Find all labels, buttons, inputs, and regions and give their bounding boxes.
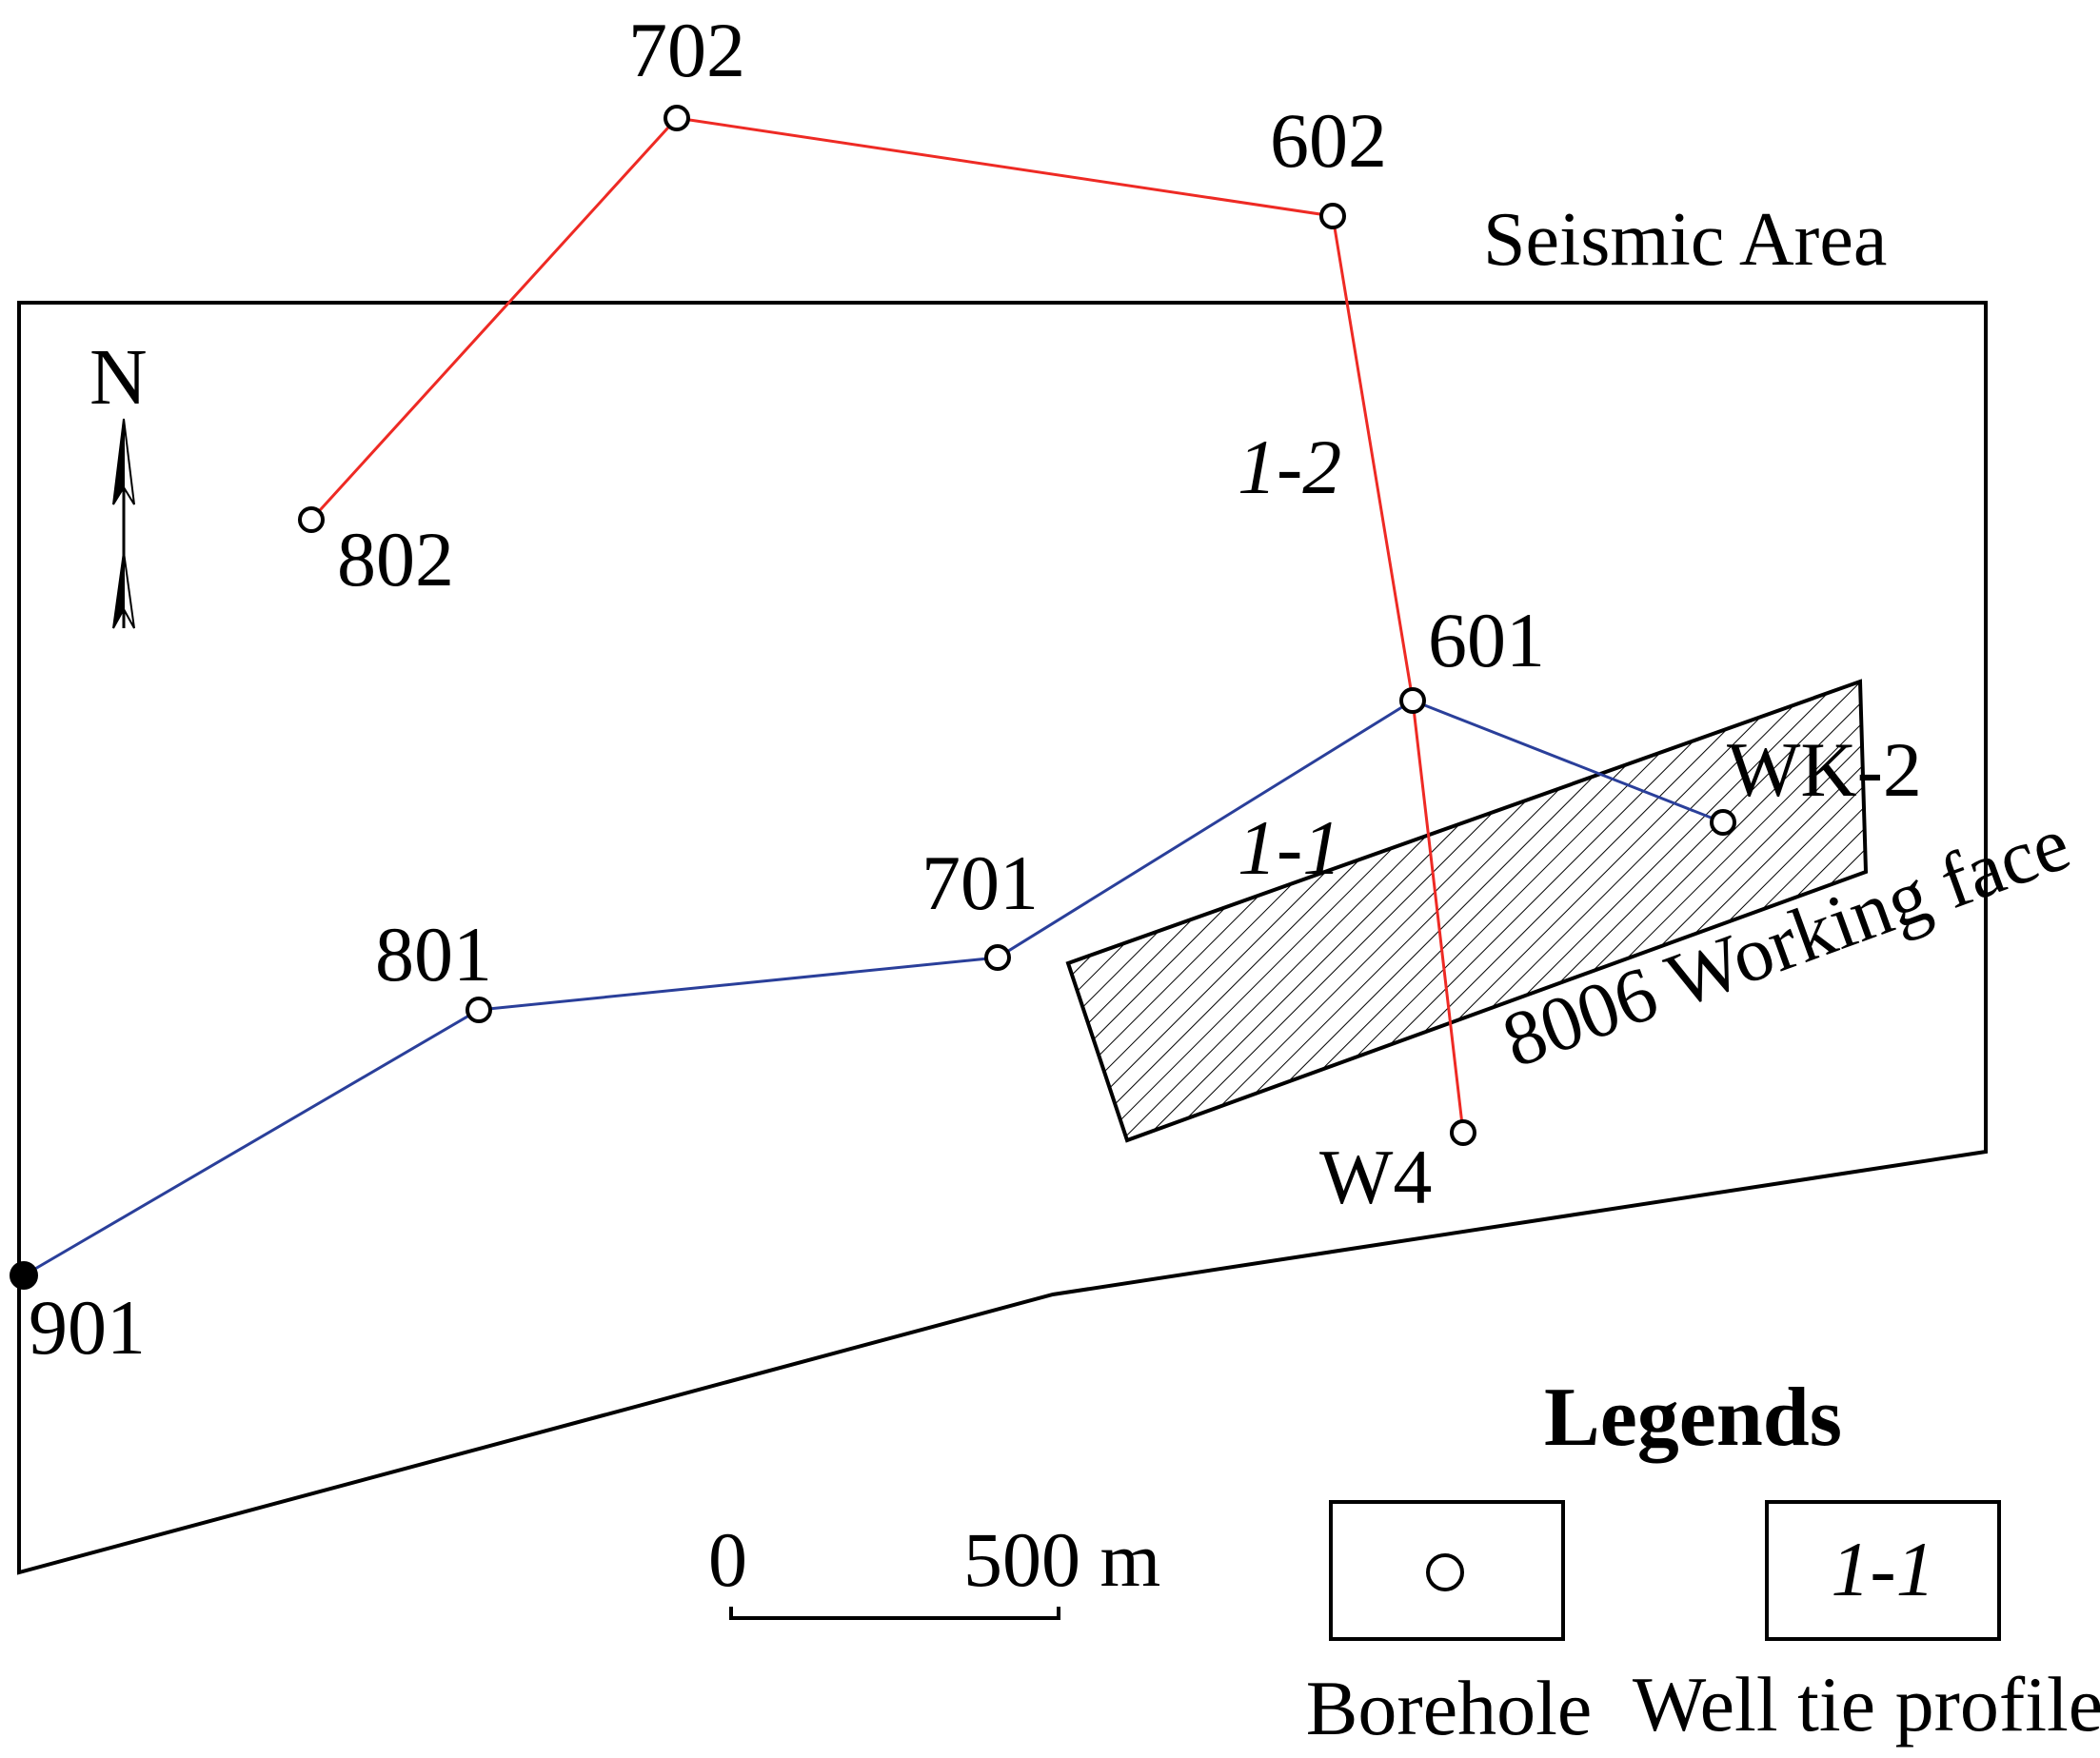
- scale-bar-end-label: 500 m: [963, 1516, 1160, 1603]
- borehole-W4: W4: [1319, 1119, 1476, 1220]
- borehole-WK-2: WK-2: [1710, 726, 1922, 836]
- svg-text:WK-2: WK-2: [1727, 726, 1922, 813]
- seismic-area-label: Seismic Area: [1483, 198, 1887, 282]
- borehole-801: 801: [375, 911, 492, 1023]
- legend-borehole-label: Borehole: [1306, 1665, 1593, 1751]
- scale-bar-start-label: 0: [708, 1516, 747, 1603]
- borehole-602: 602: [1270, 97, 1387, 229]
- north-label: N: [89, 333, 148, 422]
- svg-text:802: 802: [337, 516, 454, 602]
- north-arrow: N: [89, 333, 148, 629]
- borehole-802: 802: [298, 506, 454, 602]
- seismic-area-boundary: [17, 301, 1988, 1575]
- borehole-702: 702: [628, 7, 745, 131]
- svg-text:602: 602: [1270, 97, 1387, 184]
- profile-label-1-2: 1-2: [1238, 424, 1341, 510]
- legend-profile-box: [1765, 1500, 2001, 1641]
- borehole-901: 901: [10, 1261, 146, 1371]
- legend-profile-label: Well tie profile: [1633, 1661, 2100, 1748]
- svg-text:601: 601: [1428, 597, 1545, 683]
- legend-title: Legends: [1544, 1372, 1842, 1464]
- borehole-601: 601: [1399, 597, 1545, 714]
- borehole-701: 701: [921, 839, 1039, 971]
- svg-text:701: 701: [921, 839, 1039, 926]
- legend: Legends 1-1 Borehole Well tie profile: [1306, 1372, 2100, 1751]
- legend-profile-symbol: 1-1: [1831, 1526, 1934, 1612]
- scale-bar: 0 500 m: [708, 1516, 1160, 1620]
- profile-label-1-1: 1-1: [1238, 804, 1341, 891]
- svg-text:901: 901: [29, 1284, 146, 1371]
- svg-text:702: 702: [628, 7, 745, 93]
- svg-text:W4: W4: [1319, 1134, 1432, 1220]
- svg-text:801: 801: [375, 911, 492, 998]
- legend-borehole-symbol: [1426, 1553, 1464, 1591]
- working-face-8006: [1065, 679, 1869, 1143]
